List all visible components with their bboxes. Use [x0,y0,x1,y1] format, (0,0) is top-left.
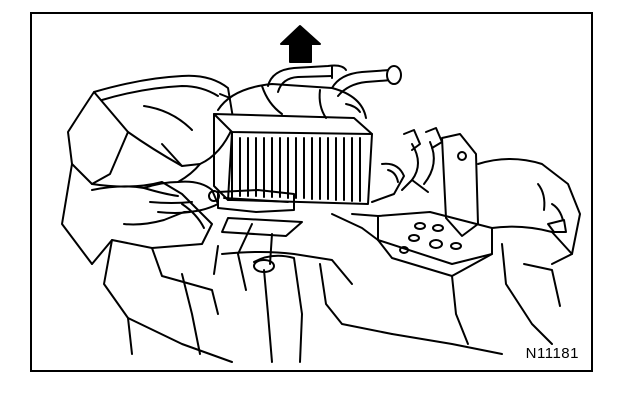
illustration-frame: N11181 [30,12,593,372]
technician-hand [91,163,219,226]
right-hoses [371,127,443,203]
arrow-up-icon [280,25,321,63]
heater-pipes [267,64,402,113]
center-duct-opening [208,189,303,291]
figure-code-label: N11181 [525,345,579,362]
left-lower-housing [91,181,233,363]
center-lower-housing [213,245,393,363]
right-mounting-bracket [377,133,493,277]
heater-core [213,83,373,205]
heater-core-illustration [61,25,581,363]
right-housing [331,158,581,355]
left-duct-housing [61,74,235,265]
